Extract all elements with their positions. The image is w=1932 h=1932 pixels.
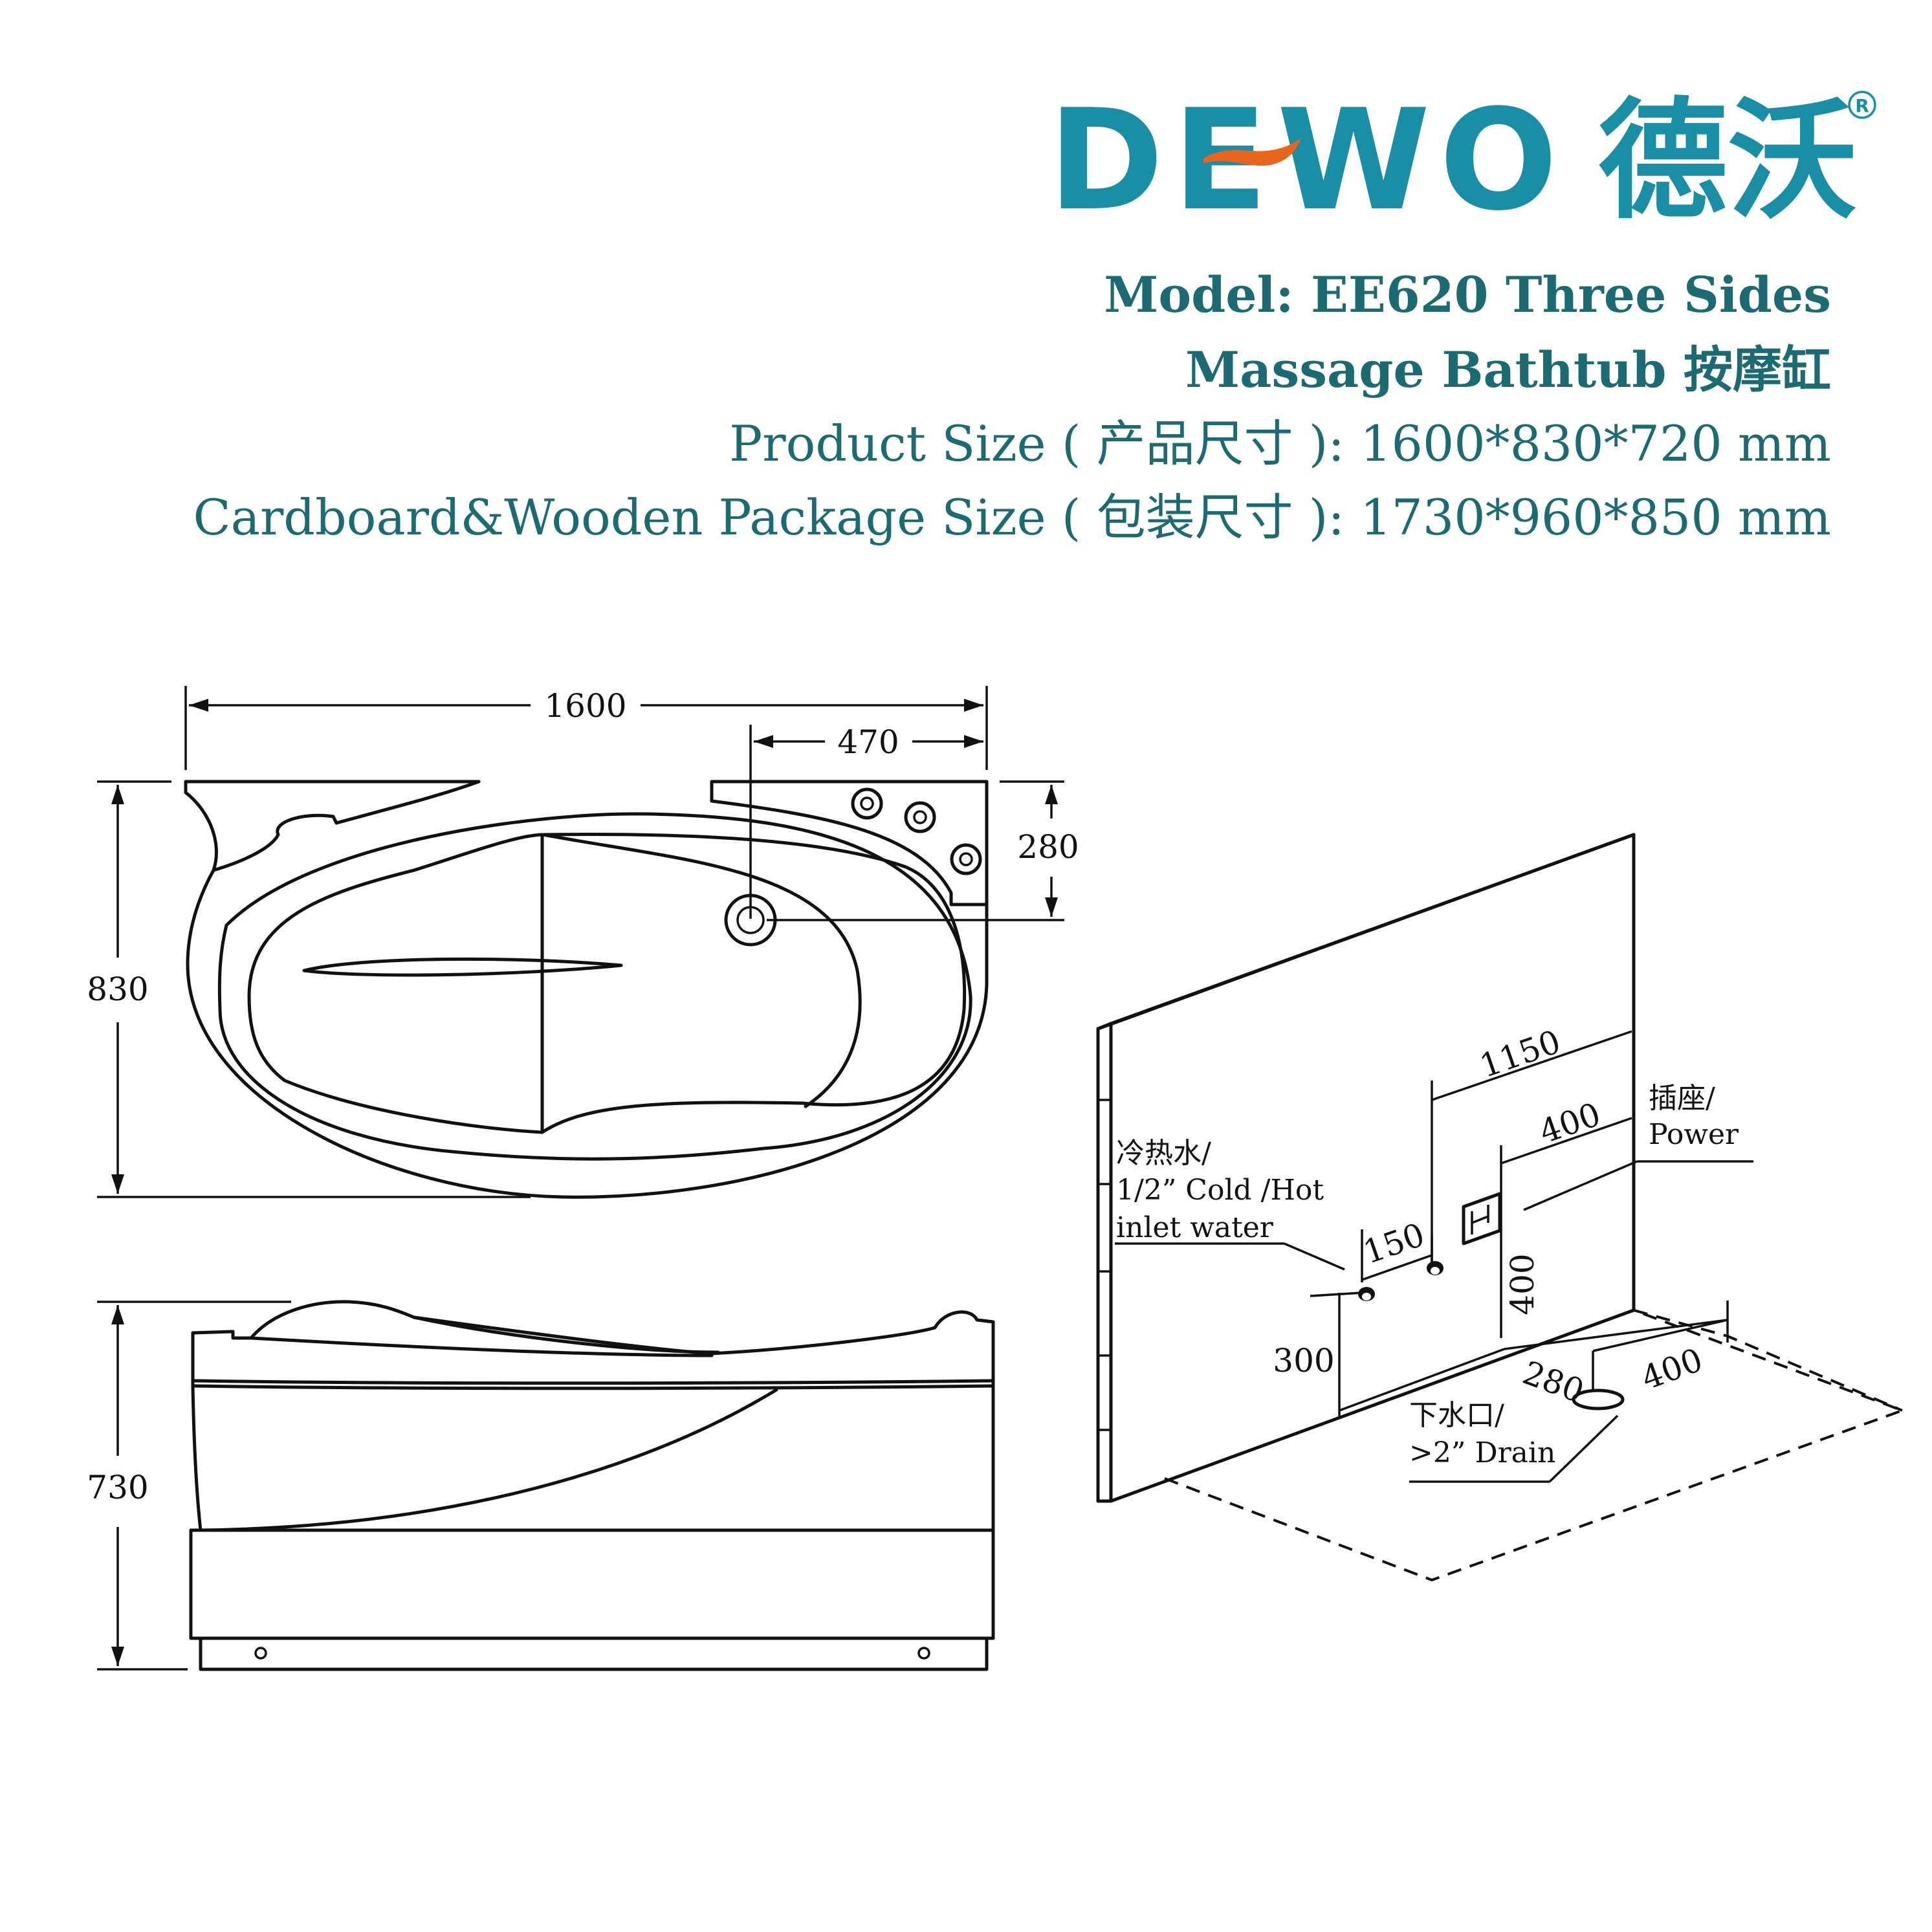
cold-water-inlet-icon xyxy=(1358,1287,1375,1301)
dim-280: 280 xyxy=(1518,1354,1589,1410)
water-label-cn: 冷热水/ xyxy=(1116,1137,1211,1170)
package-size: Cardboard&Wooden Package Size ( 包装尺寸 ): … xyxy=(193,488,1832,546)
power-label-en: Power xyxy=(1649,1118,1739,1151)
power-label-cn: 插座/ xyxy=(1649,1082,1715,1115)
flame-accent-icon xyxy=(1203,138,1301,166)
installation-drawing: 1150 400 插座/ Power 400 150 冷热水/ xyxy=(1096,833,1906,1582)
dim-400-floor: 400 xyxy=(1636,1341,1707,1397)
massage-jet-icon xyxy=(904,801,936,833)
dim-height-730: 730 xyxy=(87,1469,148,1506)
dim-width-830: 830 xyxy=(87,971,148,1008)
registered-mark: R xyxy=(1855,95,1869,116)
header: Model: EE620 Three Sides Massage Bathtub… xyxy=(193,266,1832,546)
power-socket-icon xyxy=(1462,1192,1502,1246)
floor-drain-icon xyxy=(1572,1389,1625,1411)
dim-drain-depth-280: 280 xyxy=(1017,828,1079,866)
model-line-1: Model: EE620 Three Sides xyxy=(1104,266,1831,324)
hot-water-inlet-icon xyxy=(1427,1261,1444,1275)
dim-400-vertical: 400 xyxy=(1504,1253,1541,1315)
massage-jet-icon xyxy=(851,787,883,820)
brand-latin: DEWO xyxy=(1048,79,1566,241)
water-label-en-2: inlet water xyxy=(1116,1211,1274,1244)
water-label-en-1: 1/2” Cold /Hot xyxy=(1116,1174,1324,1207)
dim-drain-offset-470: 470 xyxy=(837,723,899,761)
dim-300: 300 xyxy=(1273,1342,1334,1379)
side-view-drawing: 730 xyxy=(87,1300,995,1671)
dim-150: 150 xyxy=(1359,1216,1429,1271)
drain-label-cn: 下水口/ xyxy=(1409,1399,1504,1432)
dim-400-top: 400 xyxy=(1535,1095,1605,1151)
dim-1150: 1150 xyxy=(1475,1023,1565,1085)
product-size: Product Size ( 产品尺寸 ): 1600*830*720 mm xyxy=(729,415,1831,472)
registered-mark-icon xyxy=(1848,91,1876,119)
massage-jet-icon xyxy=(950,843,982,875)
brand-chinese: 德沃 xyxy=(1598,86,1857,237)
top-view-drawing: 1600 470 280 830 xyxy=(87,686,1079,1199)
brand-logo: DEWO 德沃 R xyxy=(1048,79,1876,241)
model-line-2: Massage Bathtub 按摩缸 xyxy=(1185,341,1831,399)
dim-length-1600: 1600 xyxy=(544,687,626,725)
drain-label-en: >2” Drain xyxy=(1409,1436,1555,1469)
